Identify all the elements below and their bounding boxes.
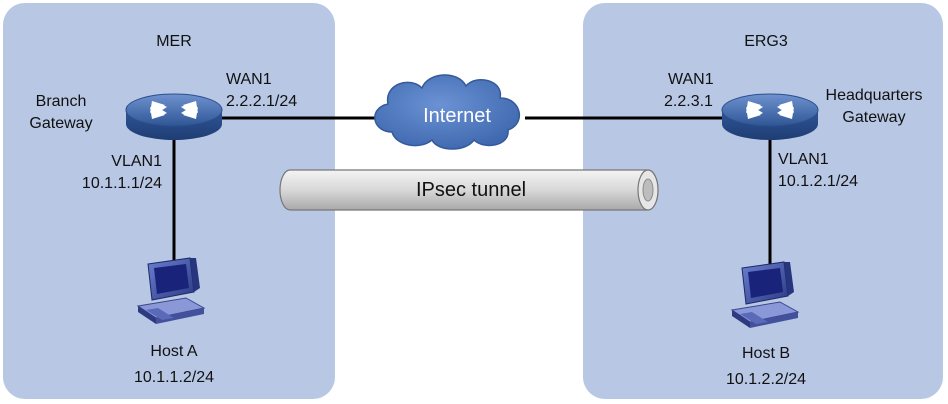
tunnel-pipe-icon (279, 169, 659, 211)
hq-router-label-line2: Gateway (842, 109, 906, 126)
branch-router-icon[interactable] (125, 93, 223, 140)
hq-wan-name: WAN1 (668, 71, 714, 88)
host-b-name: Host B (741, 345, 790, 362)
hq-router-icon[interactable] (721, 93, 819, 140)
branch-wan-ip: 2.2.2.1/24 (226, 93, 298, 110)
tunnel-label: IPsec tunnel (415, 179, 527, 201)
branch-router-label-line1: Branch (35, 93, 87, 110)
hq-router-label-line1: Headquarters (825, 87, 923, 104)
host-a-name: Host A (150, 343, 198, 360)
branch-router-label-line2: Gateway (29, 115, 93, 132)
host-a-ip: 10.1.1.2/24 (133, 369, 215, 386)
hq-vlan-name: VLAN1 (778, 151, 829, 168)
hq-vlan-ip: 10.1.2.1/24 (778, 173, 859, 190)
branch-site-zone (3, 3, 335, 399)
host-b-computer-icon[interactable] (730, 261, 800, 328)
branch-vlan-name: VLAN1 (111, 153, 162, 170)
cloud-label: Internet (423, 105, 491, 127)
hq-site-name: ERG3 (744, 33, 788, 50)
cloud-icon (374, 74, 521, 150)
links (172, 116, 772, 270)
host-a-computer-icon[interactable] (136, 257, 206, 324)
branch-site-name: MER (156, 33, 192, 50)
hq-wan-ip: 2.2.3.1 (664, 93, 713, 110)
host-b-ip: 10.1.2.2/24 (725, 371, 807, 388)
branch-vlan-ip: 10.1.1.1/24 (81, 175, 162, 192)
branch-wan-name: WAN1 (226, 71, 272, 88)
